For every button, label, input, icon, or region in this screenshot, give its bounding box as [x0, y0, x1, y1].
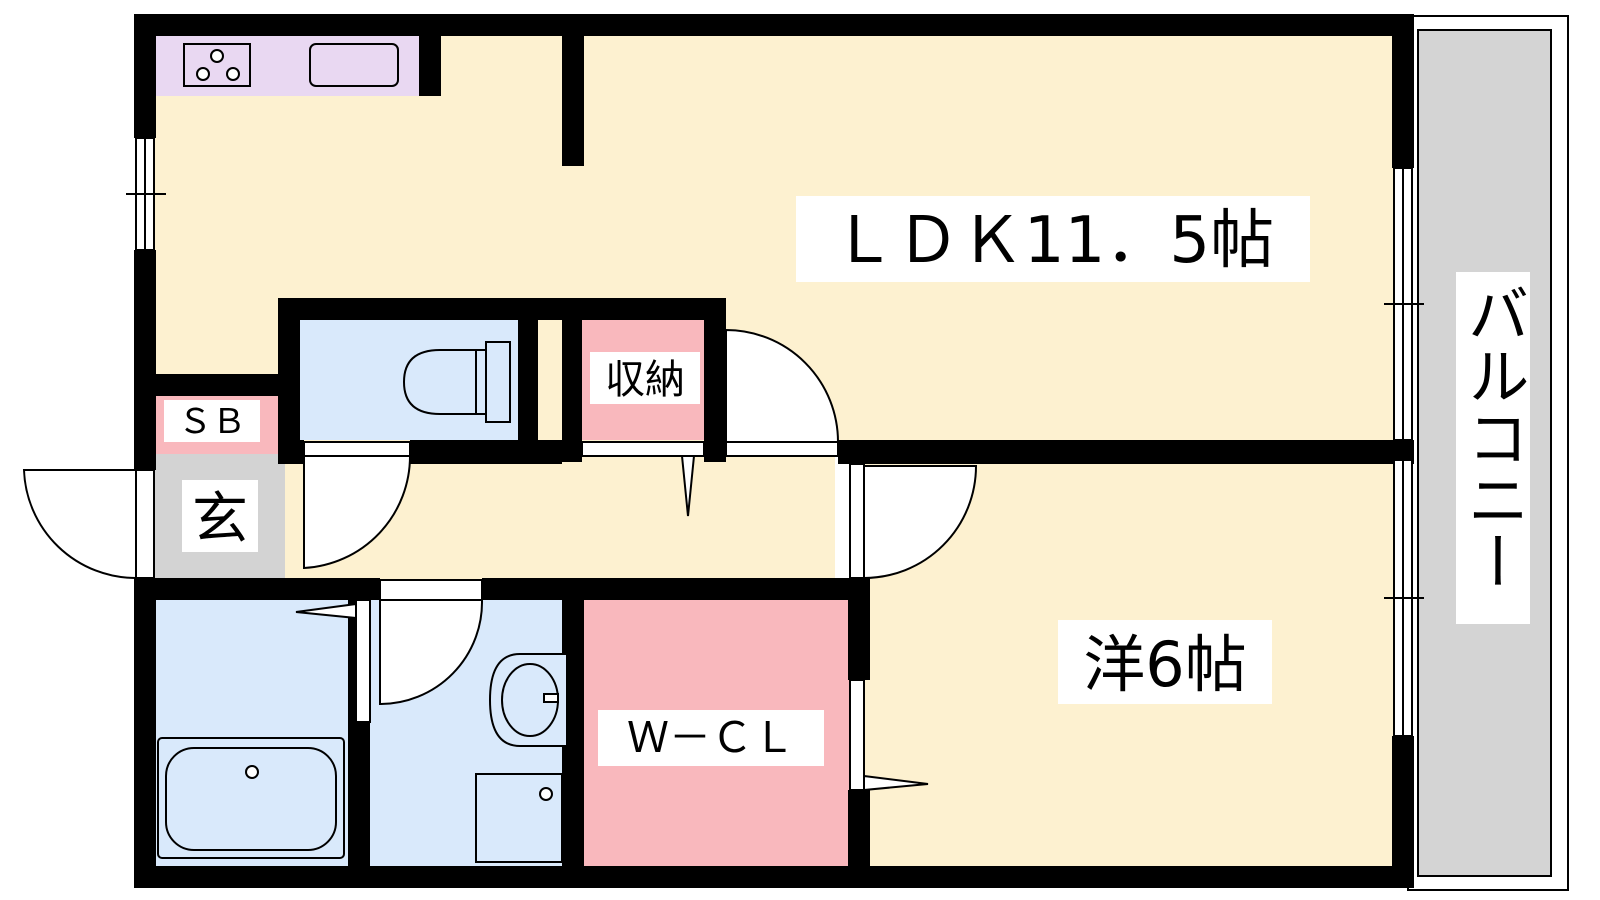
wcl-label-bg	[598, 710, 824, 766]
outer-wall-right-bottom	[1392, 736, 1414, 888]
shoe-box-label-bg	[164, 400, 260, 442]
core-wall-top	[278, 298, 726, 320]
doors	[22, 328, 978, 792]
ldk-partition-stub	[562, 34, 584, 166]
corridor-wall-a	[278, 440, 304, 464]
storage-label-bg	[590, 352, 700, 404]
closet-door	[849, 679, 929, 792]
left-window	[126, 137, 166, 251]
wash-wall	[562, 600, 584, 888]
ldk-label-bg	[796, 196, 1310, 282]
washroom-door	[379, 579, 484, 706]
sb-wall-top	[154, 374, 284, 396]
corridor-wall-b	[410, 440, 562, 464]
fixtures	[157, 43, 566, 863]
storage-label: 収納	[605, 357, 685, 403]
kitchen-sink-icon	[309, 43, 399, 87]
corridor-wall-c	[838, 440, 1414, 464]
outer-wall-left-lower	[134, 578, 156, 888]
right-window-lower	[1384, 459, 1424, 737]
closet-wall-upper	[848, 600, 870, 680]
entrance-label-bg	[182, 480, 258, 552]
kitchen-wall-stub	[419, 34, 441, 96]
storage-door	[581, 441, 705, 517]
walls	[134, 14, 1414, 888]
washbasin-icon	[488, 653, 566, 747]
room-labels: ＬＤＫ11．5帖 洋6帖 Ｗ－ＣＬ 収納 ＳＢ 玄 バルコニー	[164, 196, 1530, 766]
outer-wall-left-mid	[134, 250, 156, 470]
western-label-bg	[1058, 620, 1272, 704]
bath-wall-upper	[348, 600, 356, 722]
outer-wall-left-upper	[134, 14, 156, 138]
western-room-label: 洋6帖	[1083, 628, 1246, 701]
right-window-upper	[1384, 167, 1424, 441]
ldk-label: ＬＤＫ11．5帖	[832, 204, 1274, 278]
bathroom-door	[295, 599, 371, 723]
washing-machine-icon	[475, 773, 563, 863]
core-wall-right	[704, 298, 726, 462]
shoe-box-label: ＳＢ	[178, 402, 246, 442]
closet-wall-lower	[848, 790, 870, 888]
stove-icon	[183, 43, 251, 87]
western-room-door	[849, 463, 978, 580]
balcony-label: バルコニー	[1457, 282, 1530, 592]
outer-wall-right-top	[1392, 14, 1414, 168]
wcl-label: Ｗ－ＣＬ	[627, 713, 795, 762]
windows	[126, 137, 1424, 737]
toilet-storage-wall-a	[518, 318, 538, 462]
toilet-door	[303, 441, 412, 570]
entrance-door	[22, 469, 155, 580]
bath-wall	[348, 722, 370, 888]
ldk-door	[725, 328, 840, 457]
lower-wall-b	[482, 578, 870, 600]
bathtub-icon	[157, 737, 345, 859]
toilet-storage-wall-b	[562, 318, 582, 462]
outer-wall-top	[134, 14, 1414, 36]
entrance-label: 玄	[192, 487, 248, 552]
lower-wall-a	[154, 578, 380, 600]
outer-wall-bottom	[134, 866, 1414, 888]
core-wall-left	[278, 298, 300, 462]
toilet-icon	[402, 341, 511, 423]
balcony-label-bg	[1456, 272, 1530, 624]
